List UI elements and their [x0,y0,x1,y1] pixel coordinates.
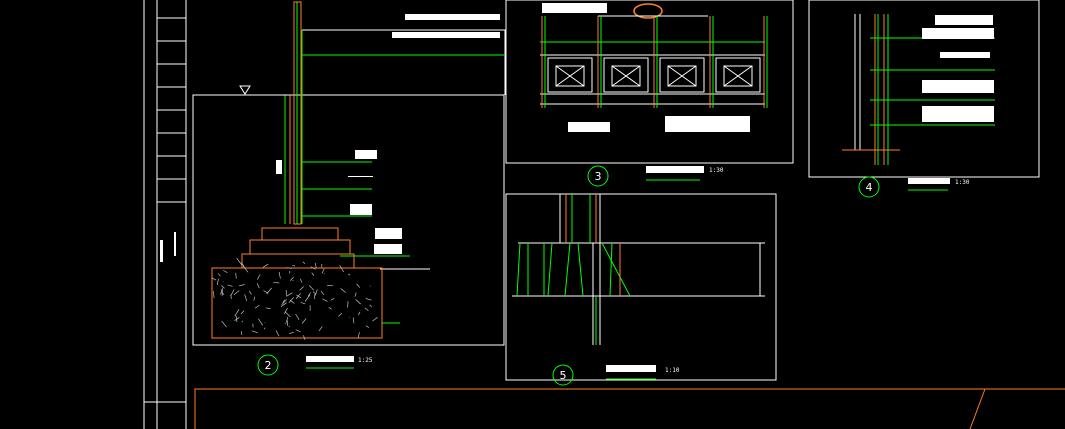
detail-5-scale: 1:10 [665,367,680,374]
detail-5-number: 5 [560,369,567,382]
title-block-vertical-text [160,232,176,262]
drawing-border [194,388,1065,429]
detail-3-railing-elevation: 3 1:30 [505,0,794,187]
detail-2-number: 2 [265,359,272,372]
detail-2-scale: 1:25 [358,357,373,364]
detail-4-number: 4 [866,181,873,194]
detail-4-railing-section: 4 1:30 [808,0,1040,198]
detail-3-scale: 1:30 [709,167,724,174]
detail-5-base-connection: 5 1:10 [505,193,777,386]
detail-4-scale: 1:30 [955,179,970,186]
detail-2-wall-section: 2 1:25 [192,1,506,376]
detail-3-number: 3 [595,170,602,183]
title-block-columns [143,0,187,429]
